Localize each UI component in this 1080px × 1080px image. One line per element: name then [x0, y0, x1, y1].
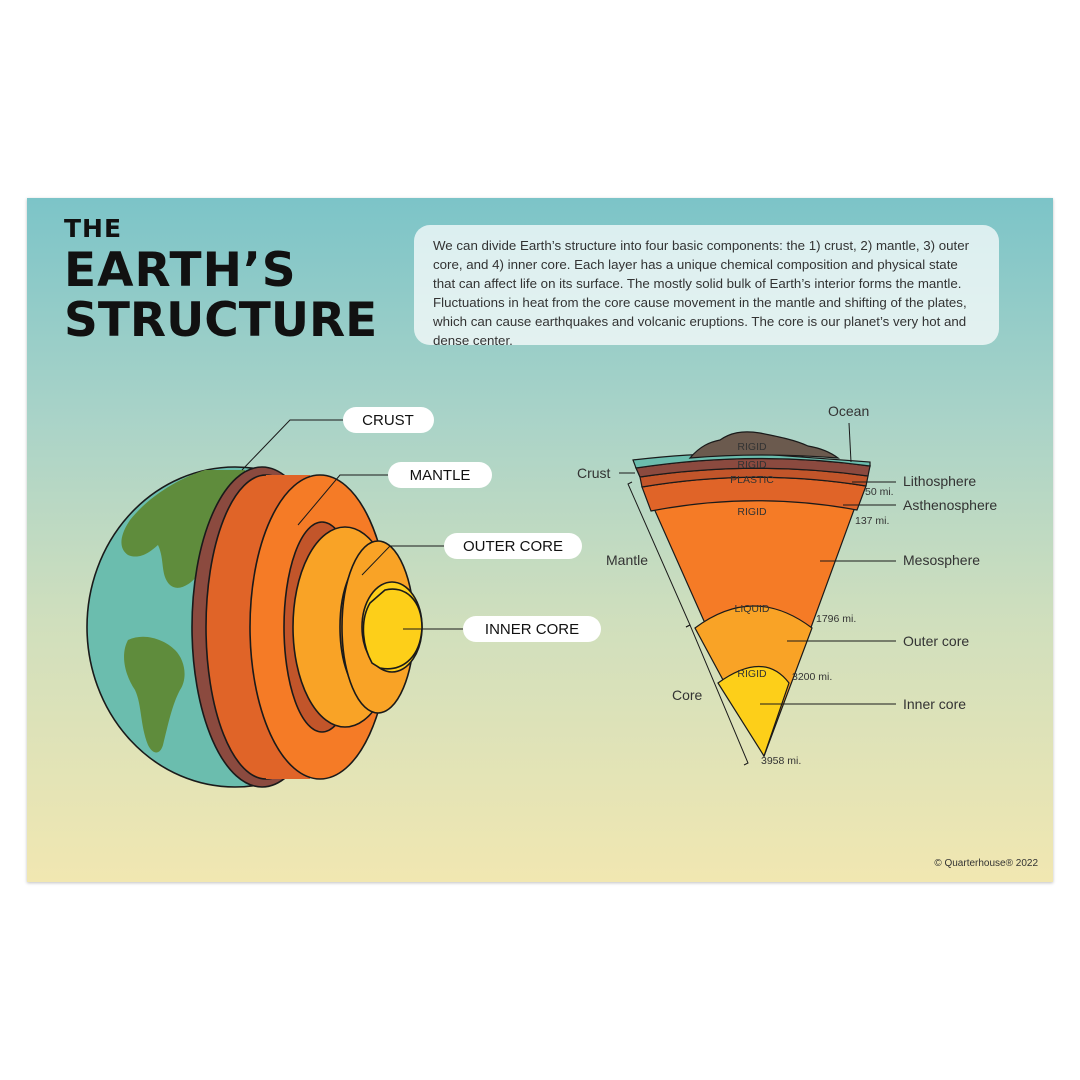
crust-pill	[343, 407, 434, 433]
depth-50: 50 mi.	[865, 486, 894, 498]
outer-core-leader	[361, 545, 447, 576]
wedge-labels: Ocean Crust Mantle Core Lithosphere Asth…	[577, 403, 997, 712]
state-rigid-top: RIGID	[737, 441, 767, 453]
mantle-side-label: Mantle	[606, 552, 648, 568]
wedge-brackets	[619, 472, 749, 766]
depth-3958: 3958 mi.	[761, 755, 801, 767]
title-line-1: THE	[64, 214, 123, 243]
wedge-leaders	[760, 422, 896, 705]
page-title: THE EARTH’S STRUCTURE	[64, 216, 377, 344]
inner-core-face	[362, 588, 423, 670]
depth-1796: 1796 mi.	[816, 613, 856, 625]
mantle-label: MANTLE	[410, 467, 471, 484]
depth-137: 137 mi.	[855, 515, 889, 527]
outer-core-side-label: Outer core	[903, 633, 969, 649]
outer-core-label: OUTER CORE	[463, 538, 563, 555]
land-south-america	[124, 636, 185, 753]
depth-3200: 3200 mi.	[792, 671, 832, 683]
state-rigid-inner: RIGID	[737, 668, 767, 680]
crust-leader	[241, 419, 347, 471]
ocean-leader	[848, 422, 852, 463]
globe-labels: CRUST MANTLE OUTER CORE INNER CORE	[343, 407, 601, 642]
description-box: We can divide Earth’s structure into fou…	[414, 225, 999, 348]
description-text: We can divide Earth’s structure into fou…	[433, 238, 970, 348]
crust-side-label: Crust	[577, 465, 611, 481]
asthenosphere-label: Asthenosphere	[903, 497, 997, 513]
land-north-america	[121, 470, 245, 588]
state-rigid-meso: RIGID	[737, 506, 767, 518]
wedge-inner-core	[717, 665, 790, 758]
globe-cutaway	[86, 466, 423, 788]
mesosphere-label: Mesosphere	[903, 552, 980, 568]
crust-label: CRUST	[362, 412, 414, 429]
ocean-label: Ocean	[828, 403, 869, 419]
state-rigid-lith: RIGID	[737, 459, 767, 471]
inner-core-label: INNER CORE	[485, 621, 579, 638]
title-line-2: EARTH’S	[64, 243, 297, 298]
outer-core-pill	[444, 533, 582, 559]
copyright: © Quarterhouse® 2022	[934, 858, 1038, 869]
wedge-rock	[688, 431, 841, 459]
wedge-section	[632, 431, 871, 758]
wedge-state-labels: RIGID RIGID PLASTIC RIGID LIQUID RIGID	[730, 441, 774, 680]
lithosphere-label: Lithosphere	[903, 473, 976, 489]
state-liquid: LIQUID	[734, 603, 769, 615]
mantle-leader	[297, 474, 390, 526]
depth-labels: 50 mi. 137 mi. 1796 mi. 3200 mi. 3958 mi…	[761, 486, 894, 767]
inner-core-pill	[463, 616, 601, 642]
state-plastic: PLASTIC	[730, 474, 774, 486]
title-line-3: STRUCTURE	[64, 293, 378, 348]
globe-leaders	[241, 419, 464, 630]
mantle-pill	[388, 462, 492, 488]
inner-core-side-label: Inner core	[903, 696, 966, 712]
core-bracket	[685, 624, 749, 766]
core-side-label: Core	[672, 687, 703, 703]
